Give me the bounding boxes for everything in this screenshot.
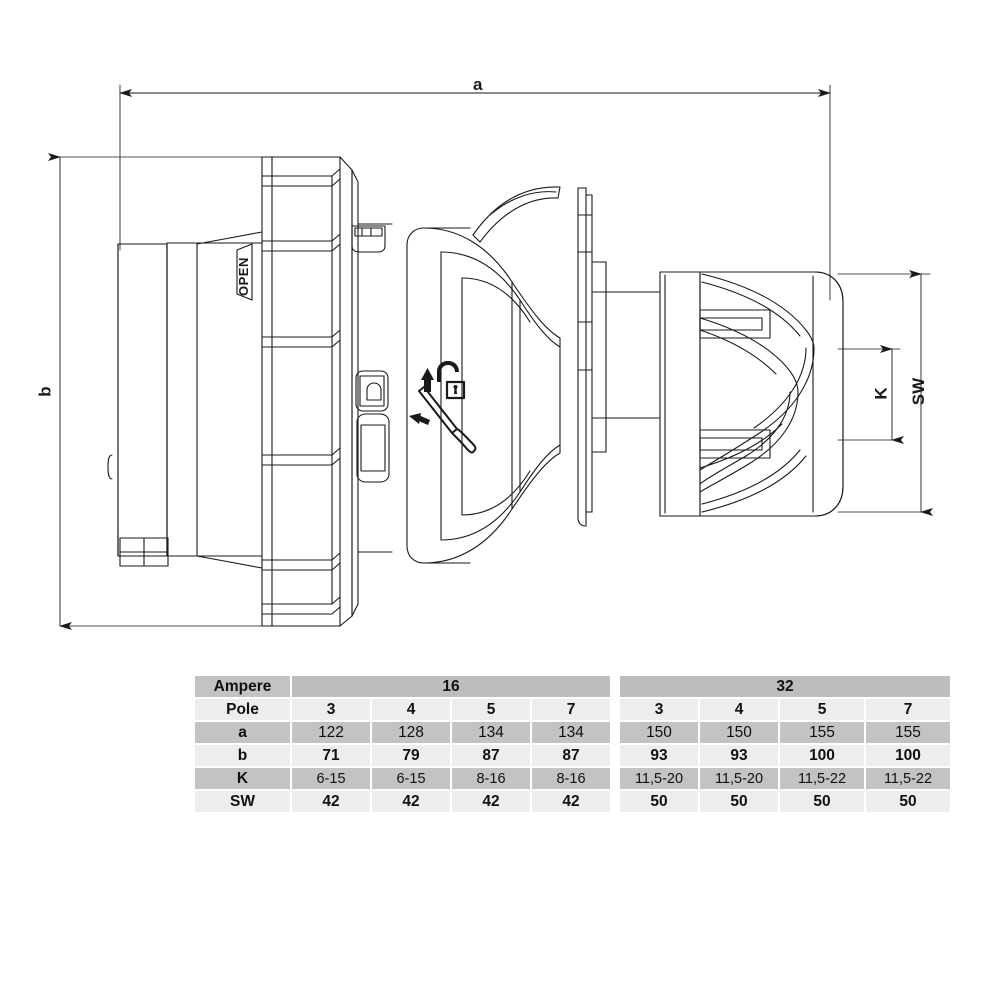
cell-a-3: 134: [532, 722, 610, 743]
cell-pole-1: 4: [372, 699, 450, 720]
group-header-32: 32: [620, 676, 950, 697]
dimension-extension-lines: [59, 84, 931, 627]
cell-sw-6: 50: [780, 791, 864, 812]
screwdriver-icon: [418, 386, 477, 454]
cell-k-4: 11,5-20: [620, 768, 698, 789]
cell-a-0: 122: [292, 722, 370, 743]
row-label-k: K: [195, 768, 290, 789]
cell-pole-3: 7: [532, 699, 610, 720]
open-marking-plate: [236, 243, 253, 301]
cell-k-7: 11,5-22: [866, 768, 950, 789]
cell-k-6: 11,5-22: [780, 768, 864, 789]
dimension-label-a: a: [473, 75, 483, 94]
row-label-a: a: [195, 722, 290, 743]
oval-button: [356, 413, 390, 483]
cell-k-0: 6-15: [292, 768, 370, 789]
cell-b-3: 87: [532, 745, 610, 766]
cell-a-1: 128: [372, 722, 450, 743]
cell-b-4: 93: [620, 745, 698, 766]
cell-b-0: 71: [292, 745, 370, 766]
cell-k-3: 8-16: [532, 768, 610, 789]
product-drawing: OPEN a b K SW: [35, 75, 933, 630]
table-row-sw: SW 42 42 42 42 50 50 50 50: [195, 791, 950, 812]
cell-pole-4: 3: [620, 699, 698, 720]
cell-a-4: 150: [620, 722, 698, 743]
table-row-a: a 122 128 134 134 150 150 155 155: [195, 722, 950, 743]
lock-button: [355, 370, 389, 412]
table-spacer: [612, 791, 618, 812]
cell-a-2: 134: [452, 722, 530, 743]
table-spacer: [612, 768, 618, 789]
row-label-b: b: [195, 745, 290, 766]
cell-pole-7: 7: [866, 699, 950, 720]
cell-pole-6: 5: [780, 699, 864, 720]
table-spacer: [612, 676, 618, 697]
cell-k-2: 8-16: [452, 768, 530, 789]
cell-b-7: 100: [866, 745, 950, 766]
row-label-sw: SW: [195, 791, 290, 812]
cell-sw-3: 42: [532, 791, 610, 812]
open-text: OPEN: [236, 257, 251, 296]
plug-housing-barrel: [406, 227, 561, 564]
table-row-b: b 71 79 87 87 93 93 100 100: [195, 745, 950, 766]
open-padlock-icon-keyhole: [453, 385, 458, 394]
dimension-label-k: K: [871, 387, 891, 400]
table-spacer: [612, 722, 618, 743]
cell-pole-0: 3: [292, 699, 370, 720]
table-row-pole: Pole 3 4 5 7 3 4 5 7: [195, 699, 950, 720]
cell-b-2: 87: [452, 745, 530, 766]
group-header-16: 16: [292, 676, 610, 697]
row-label-pole: Pole: [195, 699, 290, 720]
specification-table: Ampere 16 32 Pole 3 4 5 7 3 4 5 7: [193, 674, 950, 814]
instruction-icons: [421, 361, 459, 392]
cell-sw-5: 50: [700, 791, 778, 812]
ribbed-end-cap: [699, 271, 844, 517]
cell-pole-5: 4: [700, 699, 778, 720]
table-row-k: K 6-15 6-15 8-16 8-16 11,5-20 11,5-20 11…: [195, 768, 950, 789]
latch-clip-top: [351, 225, 386, 253]
open-padlock-icon-shackle: [437, 361, 459, 382]
gland-body: [166, 231, 263, 569]
cell-sw-1: 42: [372, 791, 450, 812]
cell-k-1: 6-15: [372, 768, 450, 789]
flange-plate: [577, 187, 593, 527]
table-spacer: [612, 699, 618, 720]
arrow-up-icon-head: [421, 368, 434, 380]
table-row-ampere: Ampere 16 32: [195, 676, 950, 697]
cable-gland-cap: [107, 243, 169, 567]
drawing-canvas: OPEN: [48, 84, 933, 630]
cell-a-5: 150: [700, 722, 778, 743]
socket-neck: [591, 261, 661, 453]
dimension-label-b: b: [35, 386, 55, 397]
table-spacer: [612, 745, 618, 766]
cell-pole-2: 5: [452, 699, 530, 720]
cell-a-6: 155: [780, 722, 864, 743]
open-marking-text: OPEN: [236, 257, 251, 296]
ribbed-lock-ring: [261, 156, 353, 627]
dimension-table: Ampere 16 32 Pole 3 4 5 7 3 4 5 7: [193, 674, 952, 814]
cell-sw-7: 50: [866, 791, 950, 812]
cell-b-5: 93: [700, 745, 778, 766]
dimension-label-sw: SW: [909, 377, 929, 406]
row-label-ampere: Ampere: [195, 676, 290, 697]
cell-a-7: 155: [866, 722, 950, 743]
cell-sw-4: 50: [620, 791, 698, 812]
collar: [351, 169, 393, 617]
cell-sw-0: 42: [292, 791, 370, 812]
open-padlock-icon-body: [445, 380, 466, 400]
rear-flange: [659, 271, 701, 517]
handle-arc: [472, 186, 561, 243]
cell-sw-2: 42: [452, 791, 530, 812]
cell-b-6: 100: [780, 745, 864, 766]
cell-b-1: 79: [372, 745, 450, 766]
arrow-left-icon: [409, 413, 430, 425]
cell-k-5: 11,5-20: [700, 768, 778, 789]
